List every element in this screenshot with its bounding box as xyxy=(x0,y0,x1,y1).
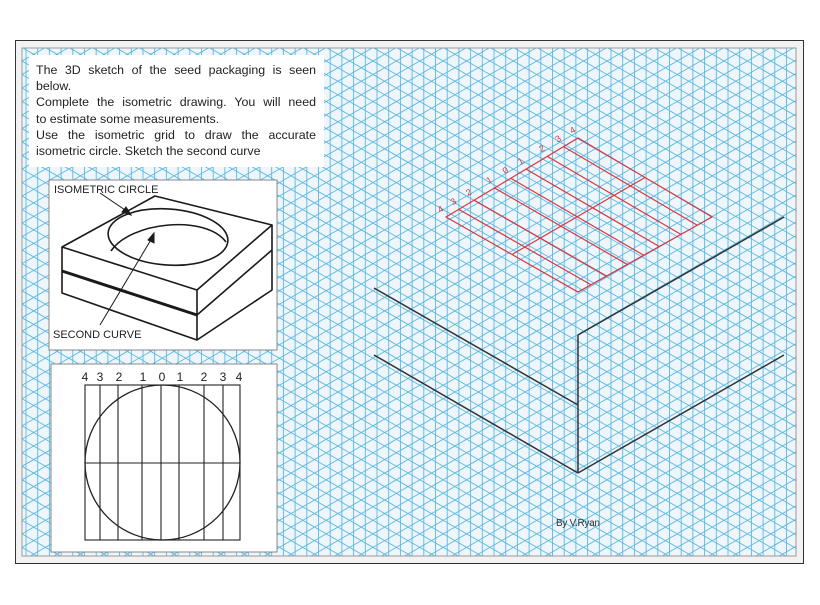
red-grid-label: 0 xyxy=(501,165,510,176)
svg-text:0: 0 xyxy=(159,370,166,384)
red-grid-label: 2 xyxy=(537,143,546,154)
red-grid-label: 4 xyxy=(568,125,577,136)
circle-grid-tick-labels: 4 3 2 1 0 1 2 3 4 xyxy=(82,370,243,384)
isometric-box-outline xyxy=(373,216,785,474)
instructions-panel xyxy=(29,55,324,167)
circle-grid xyxy=(84,384,241,541)
label-isometric-circle: ISOMETRIC CIRCLE xyxy=(54,184,159,196)
svg-text:3: 3 xyxy=(220,370,227,384)
red-grid-label: 1 xyxy=(516,156,525,167)
red-grid-label: 4 xyxy=(436,204,445,215)
label-second-curve: SECOND CURVE xyxy=(53,329,141,341)
red-isometric-circle-grid xyxy=(444,137,714,293)
circle-grid-panel: 4 3 2 1 0 1 2 3 4 xyxy=(50,363,278,553)
instructions-text: The 3D sketch of the seed packaging is s… xyxy=(36,62,316,159)
svg-text:1: 1 xyxy=(140,370,147,384)
red-grid-label: 3 xyxy=(553,133,562,144)
svg-text:3: 3 xyxy=(97,370,104,384)
svg-text:2: 2 xyxy=(201,370,208,384)
instruction-line-6: isometric circle. Sketch the second curv… xyxy=(36,144,261,159)
instruction-line-2: below. xyxy=(36,79,72,94)
svg-text:2: 2 xyxy=(116,370,123,384)
svg-text:4: 4 xyxy=(82,370,89,384)
svg-text:1: 1 xyxy=(177,370,184,384)
instruction-line-4: to estimate some measurements. xyxy=(36,111,220,126)
instruction-line-1: The 3D sketch of the seed packaging is s… xyxy=(36,63,316,77)
red-grid-label: 1 xyxy=(484,175,493,186)
svg-text:4: 4 xyxy=(236,370,243,384)
red-grid-label: 2 xyxy=(464,187,473,198)
instruction-line-3: Complete the isometric drawing. You will… xyxy=(36,95,316,110)
seed-package-sketch xyxy=(61,195,273,341)
instruction-line-5: Use the isometric grid to draw the accur… xyxy=(36,127,316,142)
red-grid-label: 3 xyxy=(449,196,458,207)
author-credit: By V.Ryan xyxy=(556,518,600,529)
sketch-panel: ISOMETRIC CIRCLE SECOND CURVE xyxy=(48,179,278,351)
